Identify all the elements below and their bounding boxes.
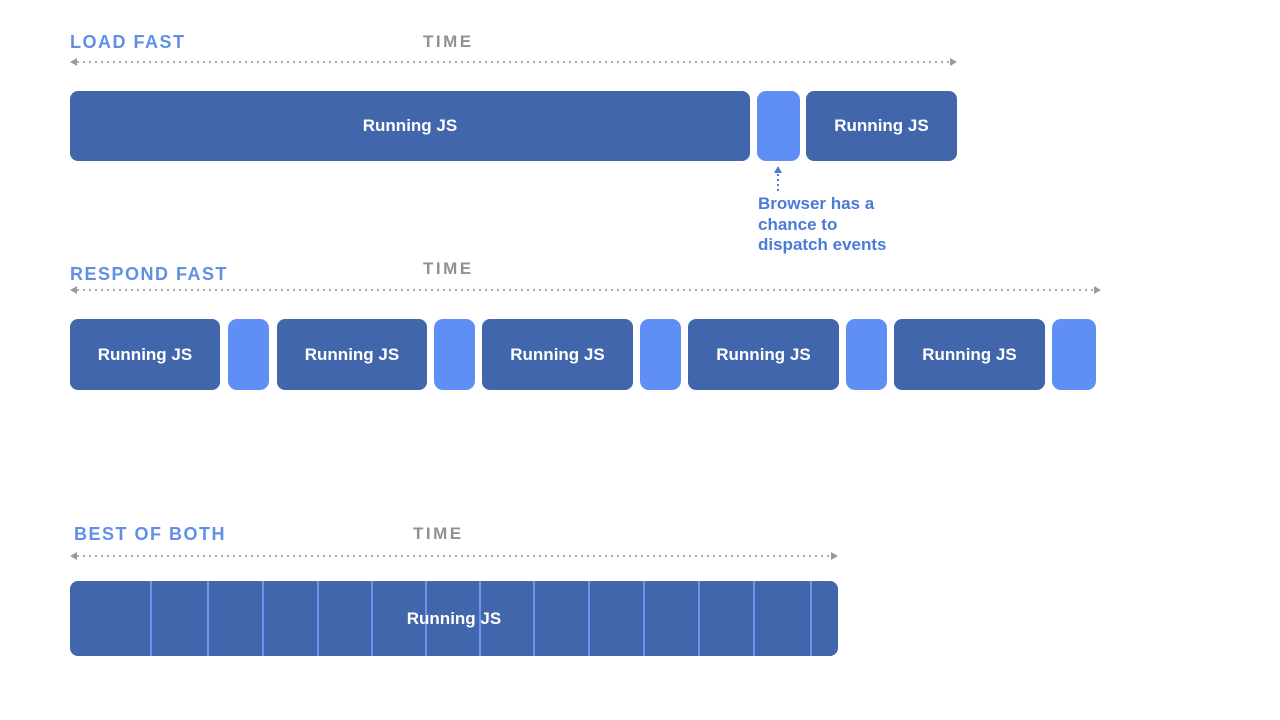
segment-divider [810, 581, 812, 656]
section-title-best-of-both: BEST OF BOTH [74, 524, 226, 544]
running-js-label: Running JS [406, 608, 502, 628]
running-js-label: Running JS [834, 116, 929, 135]
browser-pause-bar [846, 319, 887, 390]
segment-divider [479, 581, 481, 656]
arrow-left-icon [70, 286, 77, 294]
arrow-head [774, 166, 782, 173]
running-js-bar: Running JS [70, 91, 750, 161]
running-js-bar: Running JS [806, 91, 957, 161]
browser-pause-bar [434, 319, 475, 390]
running-js-label: Running JS [304, 344, 400, 364]
running-js-label: Running JS [97, 344, 193, 364]
segment-divider [588, 581, 590, 656]
time-axis-label: TIME [423, 259, 474, 278]
browser-pause-bar [1052, 319, 1096, 390]
section-title-load-fast: LOAD FAST [70, 32, 186, 52]
timeline-dots [77, 289, 1094, 291]
time-axis [70, 58, 957, 66]
section-title-respond-fast: RESPOND FAST [70, 264, 229, 284]
annotation-text: Browser has a chance to dispatch events [758, 194, 887, 256]
arrow-right-icon [950, 58, 957, 66]
running-js-bar: Running JS [482, 319, 633, 390]
segment-divider [533, 581, 535, 656]
segment-divider [371, 581, 373, 656]
annotation-up-arrow-icon [770, 166, 786, 192]
segment-divider [150, 581, 152, 656]
running-js-label: Running JS [362, 116, 458, 135]
browser-pause-bar [640, 319, 681, 390]
running-js-bar: Running JS [277, 319, 427, 390]
running-js-bar: Running JS [894, 319, 1045, 390]
running-js-bar: Running JS [70, 319, 220, 390]
segment-divider [207, 581, 209, 656]
browser-pause-bar [228, 319, 269, 390]
time-axis-label: TIME [423, 32, 474, 51]
segment-divider [262, 581, 264, 656]
segmented-running-js-bar: Running JS [70, 581, 838, 656]
segment-divider [698, 581, 700, 656]
arrow-left-icon [70, 58, 77, 66]
time-axis [70, 552, 838, 560]
time-axis-label: TIME [413, 524, 464, 543]
segment-divider [425, 581, 427, 656]
time-axis [70, 286, 1101, 294]
annotation-line: Browser has a [758, 194, 875, 213]
segment-divider [317, 581, 319, 656]
segment-divider [753, 581, 755, 656]
arrow-stem [777, 174, 779, 192]
running-js-bar: Running JS [688, 319, 839, 390]
running-js-label: Running JS [716, 344, 811, 364]
timeline-dots [77, 61, 950, 63]
running-js-label: Running JS [922, 344, 1017, 364]
annotation-line: dispatch events [758, 235, 887, 254]
running-js-label: Running JS [510, 344, 605, 364]
arrow-right-icon [831, 552, 838, 560]
arrow-right-icon [1094, 286, 1101, 294]
timeline-dots [77, 555, 831, 557]
arrow-left-icon [70, 552, 77, 560]
annotation-line: chance to [758, 214, 838, 234]
segment-divider [643, 581, 645, 656]
browser-pause-bar [757, 91, 800, 161]
